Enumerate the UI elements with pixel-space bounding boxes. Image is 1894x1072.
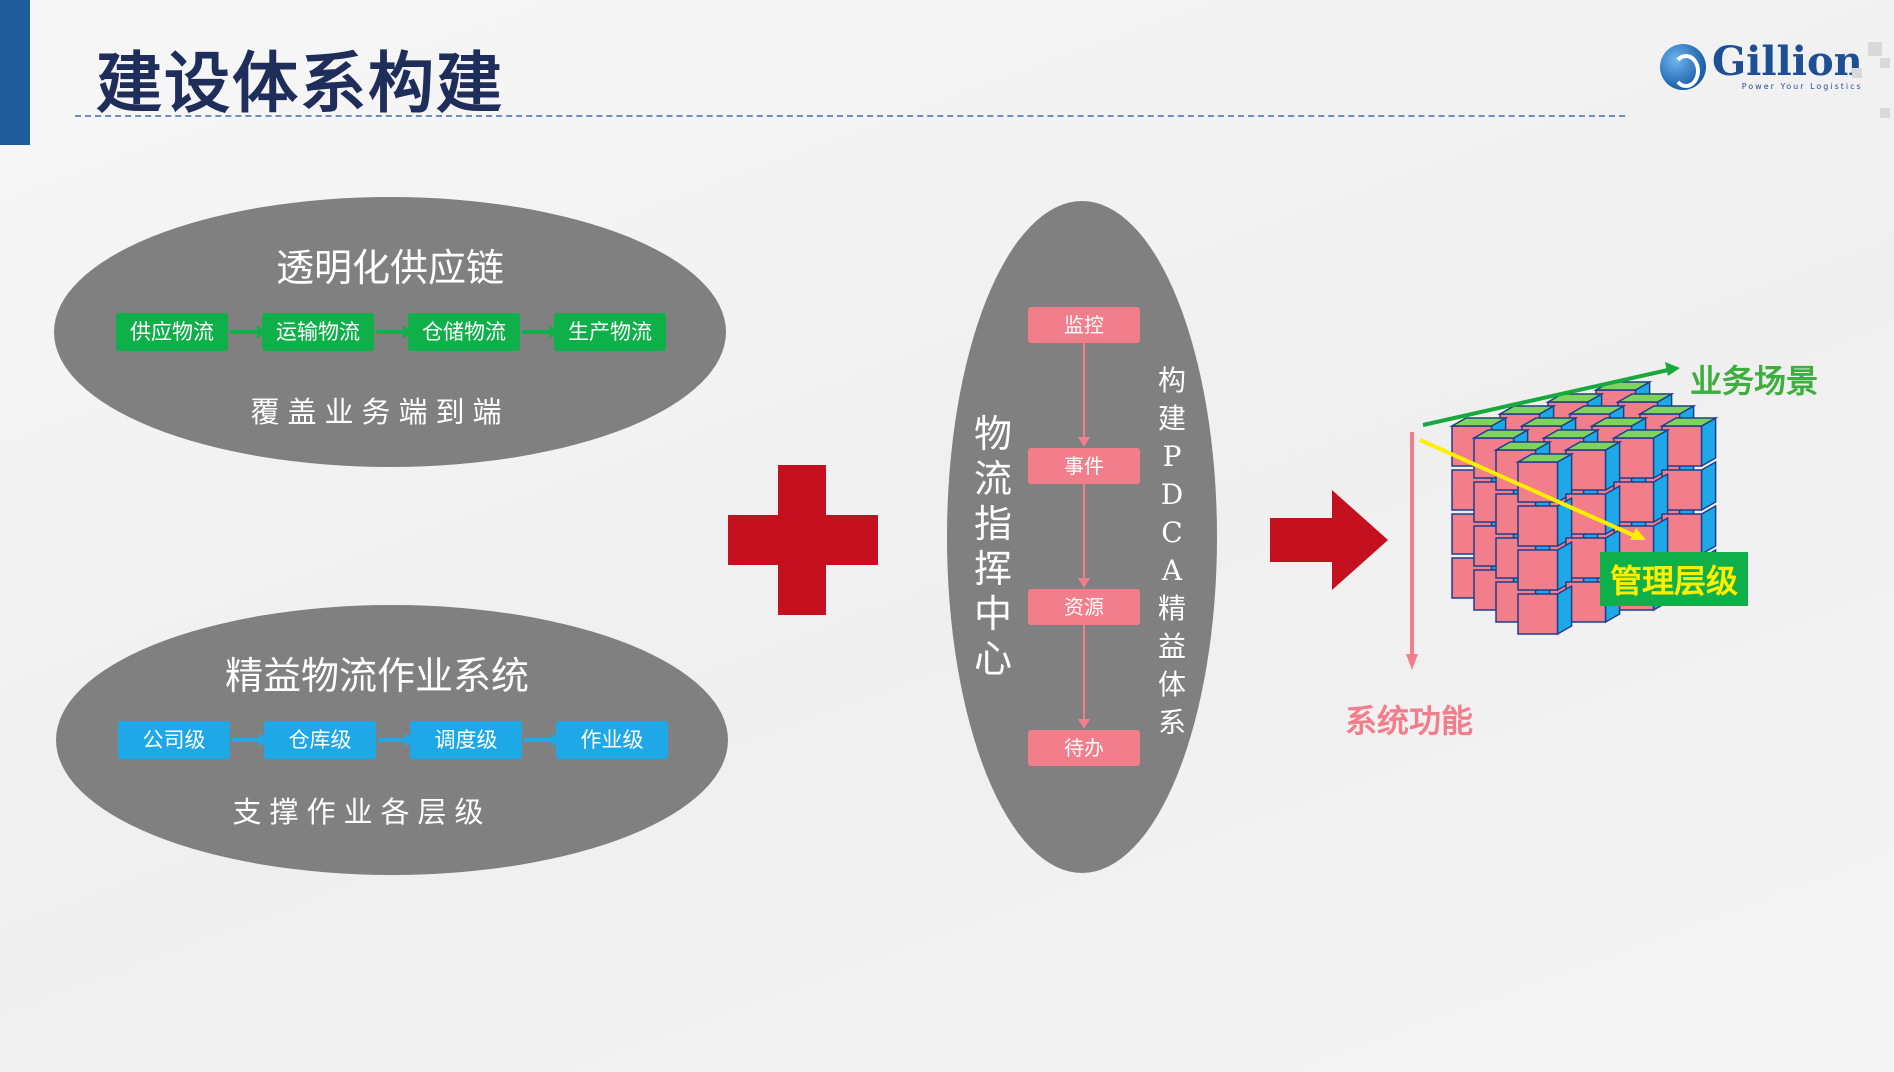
cube-block-face <box>1517 461 1559 503</box>
command-center-char: 物 <box>974 412 1013 456</box>
pdca-char: C <box>1161 516 1183 549</box>
chip-operation-level: 作业级 <box>556 721 668 759</box>
cube-block-top <box>1497 405 1557 415</box>
lean-system-title: 精益物流作业系统 <box>224 654 529 698</box>
chip-transport-logistics: 运输物流 <box>262 313 374 351</box>
pdca-char: P <box>1162 440 1182 473</box>
command-center-char: 流 <box>974 457 1013 501</box>
flow-arrow-icon <box>1078 578 1090 588</box>
cube-block-top <box>1493 441 1553 451</box>
chip-company-level: 公司级 <box>118 721 230 759</box>
title-accent-bar <box>0 0 30 145</box>
business-scenario-label: 业务场景 <box>1690 362 1819 400</box>
pdca-char: D <box>1160 478 1184 511</box>
cube-block-face <box>1517 549 1559 591</box>
chip-supply-logistics: 供应物流 <box>116 313 228 351</box>
corner-square-decoration <box>1852 68 1862 78</box>
chip-dispatch-level: 调度级 <box>410 721 522 759</box>
system-function-label: 系统功能 <box>1345 702 1474 740</box>
flow-arrow-icon <box>1078 719 1090 729</box>
flow-connector <box>1083 484 1085 580</box>
cube-block-face <box>1517 505 1559 547</box>
gillion-logo-icon <box>1660 43 1706 90</box>
right-arrow-icon <box>1270 490 1388 590</box>
supply-chain-oval: 透明化供应链 供应物流 运输物流 仓储物流 生产物流 覆盖业务端到端 <box>54 197 726 467</box>
flow-connector <box>1083 343 1085 439</box>
command-center-char: 中 <box>974 592 1013 636</box>
pdca-char: 体 <box>1158 668 1187 701</box>
flow-step-resource: 资源 <box>1028 589 1140 625</box>
command-center-char: 心 <box>974 637 1013 681</box>
cube-block-top <box>1589 417 1649 427</box>
level-arrow <box>232 733 268 747</box>
pdca-char: 精 <box>1158 592 1187 625</box>
flow-step-event: 事件 <box>1028 448 1140 484</box>
chain-arrow <box>376 325 412 339</box>
cube-block-side <box>1556 584 1573 636</box>
page-title: 建设体系构建 <box>96 45 504 122</box>
supply-chain-caption: 覆盖业务端到端 <box>250 395 510 429</box>
flow-step-todo: 待办 <box>1028 730 1140 766</box>
cube-block-top <box>1515 453 1575 463</box>
cube-block-top <box>1615 393 1675 403</box>
cube-block-top <box>1567 405 1627 415</box>
business-scenario-arrow-icon <box>1665 362 1680 376</box>
flow-connector <box>1083 625 1085 721</box>
cube-block-top <box>1449 417 1509 427</box>
pdca-char: 益 <box>1158 630 1187 663</box>
cube-block-top <box>1541 429 1601 439</box>
flow-step-monitor: 监控 <box>1028 307 1140 343</box>
pdca-char: 建 <box>1158 402 1187 435</box>
corner-square-decoration <box>1880 108 1890 118</box>
management-level-label: 管理层级 <box>1600 552 1749 606</box>
cube-block-side <box>1700 504 1717 556</box>
cube-block-top <box>1611 429 1671 439</box>
pdca-label: 构 建 P D C A 精 益 体 系 <box>1158 362 1186 742</box>
cube-block-side <box>1700 460 1717 512</box>
command-center-char: 挥 <box>974 547 1013 591</box>
command-center-char: 指 <box>974 502 1013 546</box>
chip-warehouse-logistics: 仓储物流 <box>408 313 520 351</box>
level-arrow <box>524 733 560 747</box>
management-level-arrow-icon <box>1630 528 1646 540</box>
chain-arrow <box>230 325 266 339</box>
corner-square-decoration <box>1868 42 1882 56</box>
chip-warehouse-level: 仓库级 <box>264 721 376 759</box>
lean-system-caption: 支撑作业各层级 <box>232 795 492 829</box>
business-scenario-axis <box>1422 368 1669 427</box>
corner-square-decoration <box>1880 58 1890 68</box>
chain-arrow <box>522 325 558 339</box>
pdca-char: 系 <box>1158 706 1187 739</box>
logo-name: Gillion <box>1712 38 1863 85</box>
cube-block-top <box>1471 429 1531 439</box>
chip-production-logistics: 生产物流 <box>554 313 666 351</box>
pdca-char: A <box>1161 554 1183 587</box>
plus-icon-bar <box>728 515 878 565</box>
gillion-logo: Gillion Power Your Logistics <box>1660 42 1863 91</box>
lean-system-oval: 精益物流作业系统 公司级 仓库级 调度级 作业级 支撑作业各层级 <box>56 605 728 875</box>
cube-block-top <box>1563 441 1623 451</box>
flow-arrow-icon <box>1078 437 1090 447</box>
system-function-arrow-icon <box>1406 654 1418 670</box>
cube-block-top <box>1659 417 1719 427</box>
logo-tagline: Power Your Logistics <box>1741 82 1863 91</box>
title-divider <box>75 115 1625 117</box>
pdca-char: 构 <box>1158 364 1187 397</box>
supply-chain-title: 透明化供应链 <box>275 246 504 290</box>
cube-block-face <box>1517 593 1559 635</box>
cube-block-top <box>1637 405 1697 415</box>
management-level-axis <box>1419 438 1636 538</box>
command-center-label: 物 流 指 挥 中 心 <box>974 412 1012 682</box>
level-arrow <box>378 733 414 747</box>
cube-block-top <box>1519 417 1579 427</box>
